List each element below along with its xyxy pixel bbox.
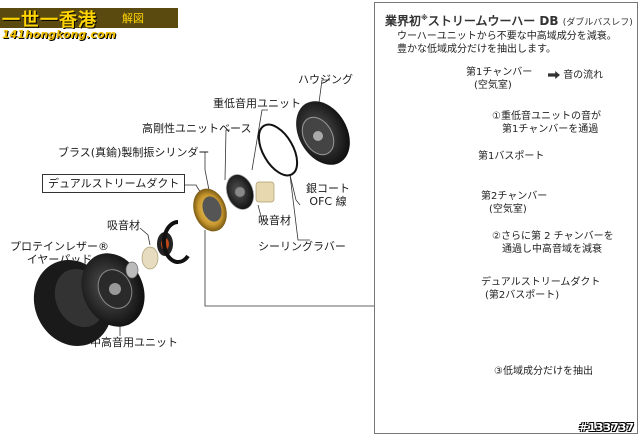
chamber2-line1: 第2チャンバー	[481, 191, 548, 202]
label-port1: 第1バスポート	[478, 151, 545, 162]
label-dual-stream-duct: デュアルストリームダクト	[42, 174, 186, 193]
panel-title-paren: (ダブルバスレフ)	[562, 18, 633, 28]
step1-line1: ①重低音ユニットの音が	[492, 111, 601, 122]
logo-band	[0, 8, 178, 28]
panel-title-rest: ストリームウーハー DB	[427, 14, 559, 28]
panel-title-main: 業界初	[385, 14, 422, 28]
step3-text: ③低域成分だけを抽出	[494, 366, 593, 377]
absorber-pad	[141, 246, 159, 270]
label-rigid-base: 高剛性ユニットベース	[142, 122, 252, 135]
label-sealing-rubber: シーリングラバー	[258, 240, 346, 253]
panel-description: ウーハーユニットから不要な中高域成分を減衰。 豊かな低域成分だけを抽出します。	[397, 30, 617, 56]
label-chamber1: 第1チャンバー (空気室)	[466, 66, 532, 92]
panel-desc-line1: ウーハーユニットから不要な中高域成分を減衰。	[397, 31, 617, 42]
panel-title-sup: ※	[421, 14, 428, 22]
chamber2-line2: (空気室)	[489, 204, 527, 215]
legend-arrow-icon	[548, 71, 560, 79]
step2-line1: ②さらに第 2 チャンバーを	[492, 231, 614, 242]
label-brass-cylinder: ブラス(真鍮)製制振シリンダー	[58, 146, 210, 159]
duct-line1: デュアルストリームダクト	[481, 277, 601, 288]
label-silver-coat: 銀コート OFC 線	[306, 182, 350, 208]
label-absorber-2: 吸音材	[258, 214, 291, 227]
step2-text: ②さらに第 2 チャンバーを 通過し中高音域を減衰	[492, 230, 614, 256]
sound-flow-legend: 音の流れ	[548, 66, 603, 81]
chamber1-line1: 第1チャンバー	[466, 67, 533, 78]
site-logo: 一世一香港 解図 141hongkong.com	[0, 8, 180, 44]
step1-text: ①重低音ユニットの音が 第1チャンバーを通過	[492, 110, 601, 136]
duct-line2: (第2バスポート)	[485, 290, 560, 301]
sealing-ring	[257, 123, 299, 177]
panel-desc-line2: 豊かな低域成分だけを抽出します。	[397, 44, 556, 55]
silver-coat-line1: 銀コート	[306, 182, 350, 195]
label-protein-leather: プロテインレザー® イヤーパッド	[10, 240, 109, 266]
step1-line2: 第1チャンバーを通過	[502, 124, 599, 135]
label-housing: ハウジング	[298, 73, 353, 86]
silver-coat-line2: OFC 線	[309, 195, 347, 208]
explanation-panel	[374, 2, 638, 434]
logo-site-suffix: 解図	[122, 12, 144, 25]
legend-label: 音の流れ	[563, 70, 604, 81]
protein-leather-line2: イヤーパッド	[26, 253, 93, 266]
logo-site-name: 一世一香港	[2, 10, 97, 31]
protein-leather-line1: プロテインレザー®	[10, 240, 109, 253]
label-mid-high-unit: 中高音用ユニット	[90, 336, 178, 349]
panel-title: 業界初※ストリームウーハー DB (ダブルバスレフ)	[385, 12, 633, 29]
step2-line2: 通過し中高音域を減衰	[502, 244, 602, 255]
logo-site-url: 141hongkong.com	[2, 28, 116, 41]
label-absorber: 吸音材	[107, 219, 140, 232]
label-bass-unit: 重低音用ユニット	[213, 97, 301, 110]
label-chamber2: 第2チャンバー (空気室)	[481, 190, 547, 216]
chamber1-line2: (空気室)	[474, 80, 512, 91]
image-id-watermark: #133737	[578, 421, 634, 434]
label-duct: デュアルストリームダクト (第2バスポート)	[481, 276, 600, 302]
absorber-block	[255, 181, 275, 203]
